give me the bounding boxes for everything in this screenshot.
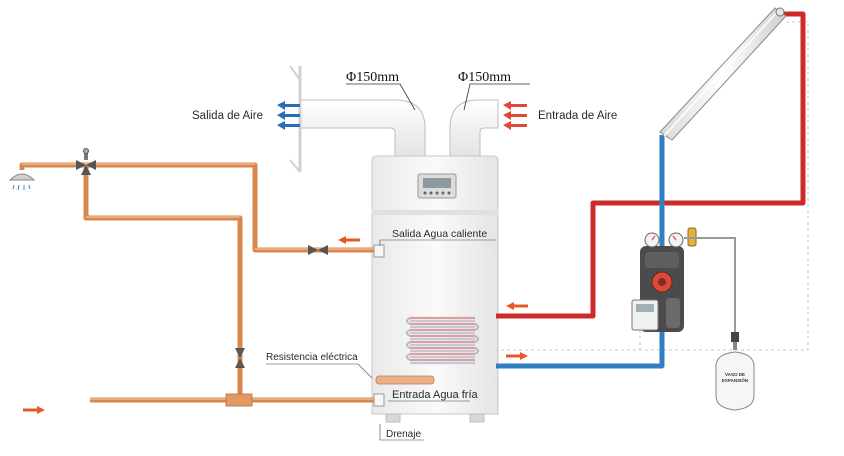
exhaust-air-arrows xyxy=(277,101,300,130)
vessel-label-line2: EXPANSIÓN xyxy=(722,376,748,383)
left-duct-diameter: Φ150mm xyxy=(346,70,399,85)
right-duct-diameter: Φ150mm xyxy=(458,70,511,85)
solar-flow-arrow xyxy=(506,352,528,360)
solar-coil-heat-exchanger xyxy=(405,316,480,365)
mixing-valve-icon[interactable] xyxy=(76,148,96,176)
shower-head-icon xyxy=(8,173,36,191)
cold-water-inlet-label: Entrada Agua fría xyxy=(392,389,478,401)
cold-inlet-connector xyxy=(373,393,385,407)
solar-pump-station-icon xyxy=(631,227,736,332)
cold-water-valve-icon[interactable] xyxy=(235,348,245,368)
control-display-icon[interactable] xyxy=(417,173,457,199)
solar-collector-icon xyxy=(659,7,787,141)
flow-arrows xyxy=(23,236,528,414)
tee-fitting xyxy=(225,393,253,407)
hot-water-valve-icon[interactable] xyxy=(308,245,328,255)
electric-heater-element xyxy=(375,375,435,385)
left-duct-leader xyxy=(346,83,416,111)
sensor-dashed-lines xyxy=(496,21,809,351)
hot-water-outlet-label: Salida Agua caliente xyxy=(392,228,487,240)
domestic-copper-piping xyxy=(19,162,378,403)
expansion-vessel-icon: VASO DE EXPANSIÓN xyxy=(715,332,755,411)
copper-pipe-highlights xyxy=(22,163,378,400)
electric-heater-label: Resistencia eléctrica xyxy=(266,352,358,363)
air-outlet-label: Salida de Aire xyxy=(192,110,263,122)
heat-pump-tank xyxy=(371,155,499,423)
air-inlet-label: Entrada de Aire xyxy=(538,110,617,122)
vessel-label-line1: VASO DE xyxy=(725,372,745,377)
solar-return-arrow xyxy=(506,302,528,310)
intake-air-arrows xyxy=(503,101,527,130)
cold-in-arrow xyxy=(23,406,45,414)
drain-label: Drenaje xyxy=(386,429,421,440)
hot-out-arrow xyxy=(338,236,360,244)
hot-outlet-connector xyxy=(373,244,385,258)
solar-hot-pipe xyxy=(496,11,806,319)
right-duct-leader xyxy=(463,83,530,111)
solar-cold-pipe xyxy=(496,135,665,369)
right-air-duct xyxy=(449,99,499,159)
